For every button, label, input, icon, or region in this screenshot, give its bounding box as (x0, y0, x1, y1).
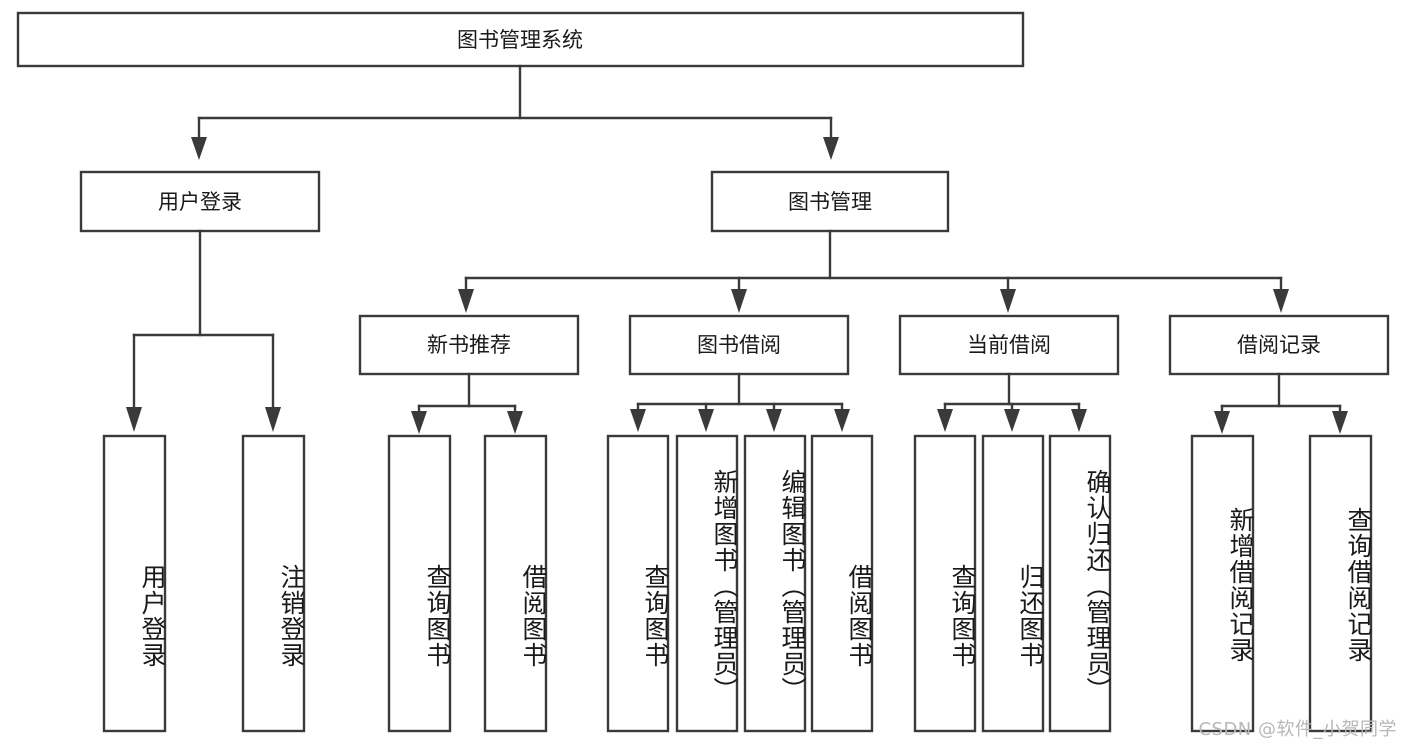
node-root-label: 图书管理系统 (457, 28, 583, 52)
arrow-current-borrow-to-return-book (1004, 409, 1020, 432)
arrow-current-borrow-to-confirm-return (1071, 409, 1087, 432)
arrow-borrow-record-to-query-record (1332, 411, 1348, 434)
node-leaf-borrow-book-2[interactable] (810, 434, 874, 733)
node-leaf-user-login[interactable] (102, 434, 167, 733)
node-leaf-query-record[interactable] (1308, 434, 1373, 733)
arrow-book-manage-to-current-borrow (1000, 289, 1016, 313)
node-root[interactable] (16, 11, 1025, 68)
node-borrow-record-label: 借阅记录 (1237, 333, 1321, 357)
arrow-user-login-to-leaf-logout (265, 407, 281, 432)
arrow-book-borrow-to-add-book (698, 409, 714, 432)
arrow-user-login-to-leaf-user-login (126, 407, 142, 432)
arrow-current-borrow-to-query-book (937, 409, 953, 432)
node-leaf-confirm-return[interactable] (1048, 434, 1112, 733)
arrow-book-manage-to-new-book (458, 289, 474, 313)
arrow-root-to-book-manage (823, 137, 839, 160)
arrow-new-book-to-borrow-book (507, 411, 523, 434)
arrow-book-manage-to-borrow-record (1273, 289, 1289, 313)
node-current-borrow[interactable] (898, 314, 1120, 376)
watermark: CSDN @软件_小贺同学 (1198, 719, 1397, 740)
node-user-login-label: 用户登录 (158, 190, 242, 214)
arrow-book-borrow-to-edit-book (766, 409, 782, 432)
node-book-borrow[interactable] (628, 314, 850, 376)
node-book-manage-label: 图书管理 (788, 190, 872, 214)
node-leaf-borrow-book-1[interactable] (483, 434, 548, 733)
node-leaf-add-book[interactable] (675, 434, 739, 733)
node-leaf-return-book[interactable] (981, 434, 1045, 733)
node-leaf-edit-book[interactable] (743, 434, 807, 733)
node-current-borrow-label: 当前借阅 (967, 333, 1051, 357)
arrow-book-manage-to-book-borrow (731, 289, 747, 313)
node-new-book-rec[interactable] (358, 314, 580, 376)
arrow-book-borrow-to-query-book (630, 409, 646, 432)
node-leaf-logout[interactable] (241, 434, 306, 733)
node-book-borrow-label: 图书借阅 (697, 333, 781, 357)
node-leaf-add-record[interactable] (1190, 434, 1255, 733)
node-book-manage[interactable] (710, 170, 950, 233)
arrow-book-borrow-to-borrow-book (834, 409, 850, 432)
node-leaf-query-book-3[interactable] (913, 434, 977, 733)
node-leaf-query-book-1[interactable] (387, 434, 452, 733)
arrow-borrow-record-to-add-record (1214, 411, 1230, 434)
node-leaf-query-book-2[interactable] (606, 434, 670, 733)
node-borrow-record[interactable] (1168, 314, 1390, 376)
node-new-book-rec-label: 新书推荐 (427, 333, 511, 357)
arrow-root-to-user-login (191, 137, 207, 160)
arrow-new-book-to-query-book (411, 411, 427, 434)
